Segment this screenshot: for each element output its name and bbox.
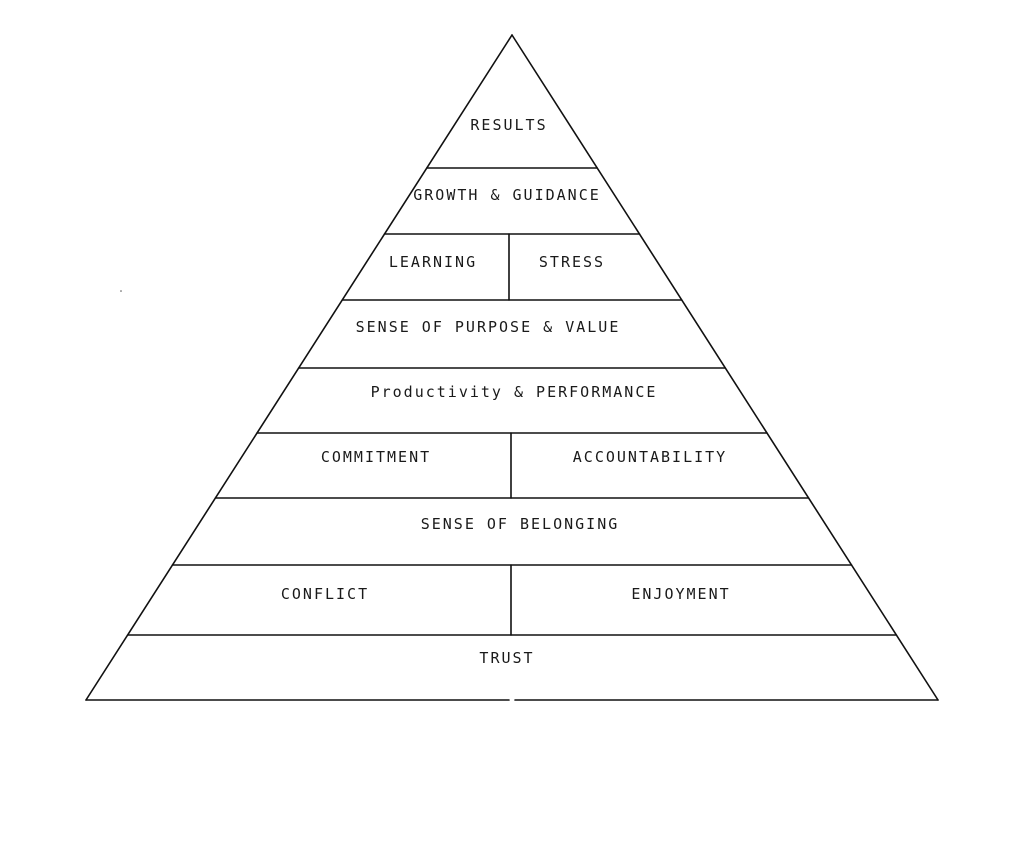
stray-mark [120,290,122,292]
pyramid-label-sense-of-belonging: SENSE OF BELONGING [421,515,620,533]
pyramid-label-enjoyment: ENJOYMENT [631,585,730,603]
pyramid-label-commitment: COMMITMENT [321,448,431,466]
pyramid-label-sense-of-purpose-value: SENSE OF PURPOSE & VALUE [356,318,621,336]
pyramid-label-results: RESULTS [470,116,547,134]
pyramid-label-accountability: ACCOUNTABILITY [573,448,727,466]
pyramid-outline [85,34,939,701]
pyramid-label-growth-guidance: GROWTH & GUIDANCE [413,186,601,204]
pyramid-label-trust: TRUST [479,649,534,667]
pyramid-label-learning: LEARNING [389,253,477,271]
pyramid-label-stress: STRESS [539,253,605,271]
pyramid-label-conflict: CONFLICT [281,585,369,603]
pyramid-labels: RESULTS GROWTH & GUIDANCE LEARNING STRESS SE… [281,116,730,667]
pyramid-label-productivity-performance: Productivity & PERFORMANCE [371,383,658,401]
